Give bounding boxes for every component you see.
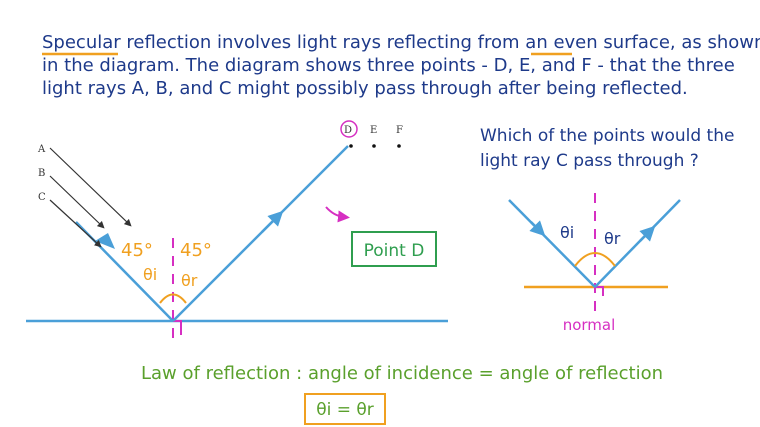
reflected-ray <box>172 145 349 322</box>
angle-arc-left <box>159 293 187 304</box>
normal-label: normal <box>563 316 616 334</box>
ray-c <box>49 199 102 248</box>
angle-arc-right <box>574 252 616 267</box>
reflected-ray-arrow <box>261 210 284 233</box>
normal-foot-right <box>595 286 604 296</box>
reflected-ray-right <box>594 199 681 288</box>
incident-ray-arrowhead <box>95 233 115 249</box>
question-line-1: Which of the points would the <box>480 126 734 146</box>
ray-label-c: C <box>38 192 46 203</box>
pointer-arrow <box>325 206 350 223</box>
question-line-2: light ray C pass through ? <box>480 151 699 171</box>
point-label-d: D <box>344 125 352 136</box>
point-d-dot <box>349 144 353 148</box>
left-diagram: A B C D E F 45° 45° θi θr Point D <box>26 120 448 345</box>
question: Which of the points would the light ray … <box>480 126 734 171</box>
formula-box <box>304 393 386 425</box>
angle-45-incident: 45° <box>121 240 153 261</box>
angle-45-reflected: 45° <box>180 240 212 261</box>
intro-text: Specular reflection involves light rays … <box>42 32 760 99</box>
incident-arrow-right <box>529 220 546 237</box>
ray-label-a: A <box>37 144 46 155</box>
theta-r-right: θr <box>604 229 621 248</box>
intro-line-2: in the diagram. The diagram shows three … <box>42 55 735 76</box>
right-diagram: θi θr normal <box>508 193 681 334</box>
intro-line-3: light rays A, B, and C might possibly pa… <box>42 78 688 99</box>
theta-r-left: θr <box>181 271 198 290</box>
ray-label-b: B <box>38 168 45 179</box>
point-label-f: F <box>396 125 403 136</box>
answer-box <box>351 231 437 267</box>
intro-line-1: Specular reflection involves light rays … <box>42 32 760 53</box>
law-of-reflection: Law of reflection : angle of incidence =… <box>141 363 663 384</box>
incident-ray-right <box>508 199 596 288</box>
theta-i-left: θi <box>143 265 157 284</box>
formula-text: θi = θr <box>316 400 374 420</box>
point-label-e: E <box>370 125 377 136</box>
point-d-circle <box>340 120 358 138</box>
ray-a <box>49 147 132 227</box>
reflected-arrow-right <box>639 225 656 242</box>
normal-foot-left <box>173 320 182 335</box>
point-e-dot <box>372 144 376 148</box>
point-f-dot <box>397 144 401 148</box>
answer-text: Point D <box>364 241 425 261</box>
ray-b <box>49 175 105 229</box>
theta-i-right: θi <box>560 223 574 242</box>
